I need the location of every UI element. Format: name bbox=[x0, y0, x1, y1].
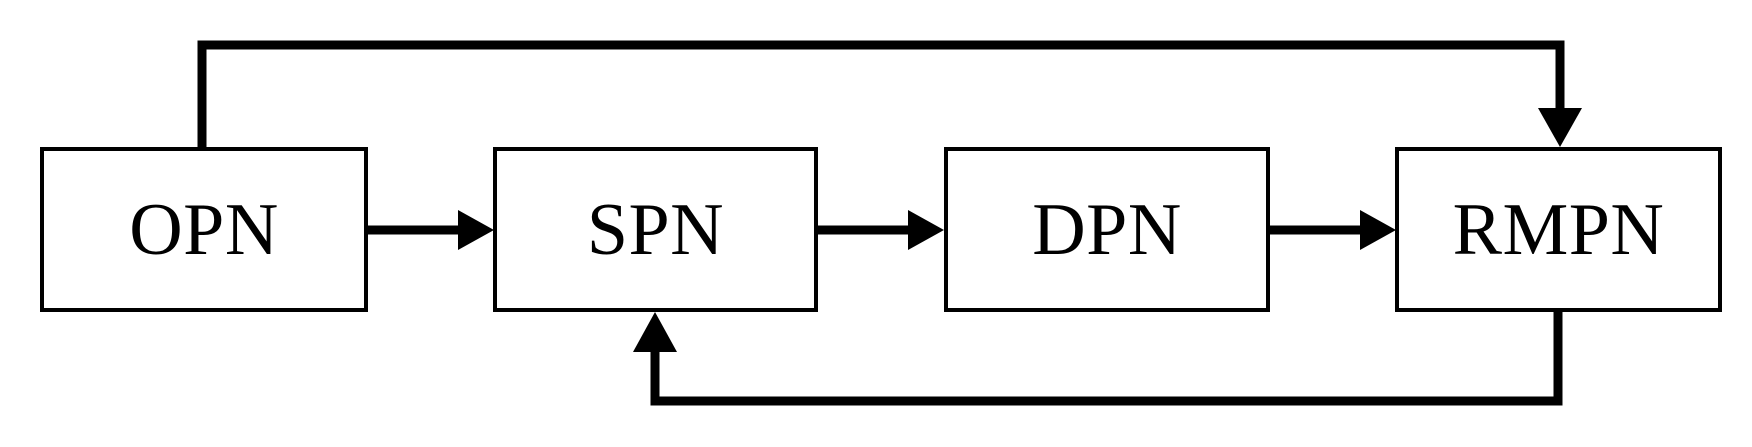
node-rmpn[interactable]: RMPN bbox=[1395, 147, 1722, 312]
node-dpn[interactable]: DPN bbox=[944, 147, 1270, 312]
node-spn-label: SPN bbox=[586, 188, 725, 271]
node-spn[interactable]: SPN bbox=[493, 147, 818, 312]
node-rmpn-label: RMPN bbox=[1452, 188, 1665, 271]
edge-dpn-to-rmpn bbox=[1270, 210, 1396, 250]
node-dpn-label: DPN bbox=[1032, 188, 1182, 271]
node-opn-label: OPN bbox=[129, 188, 279, 271]
edge-spn-to-dpn bbox=[818, 210, 944, 250]
edge-opn-to-rmpn-top-bypass bbox=[197, 40, 1582, 149]
node-opn[interactable]: OPN bbox=[40, 147, 368, 312]
edge-rmpn-to-spn-bottom-feedback bbox=[633, 310, 1563, 406]
edge-opn-to-spn bbox=[368, 210, 494, 250]
